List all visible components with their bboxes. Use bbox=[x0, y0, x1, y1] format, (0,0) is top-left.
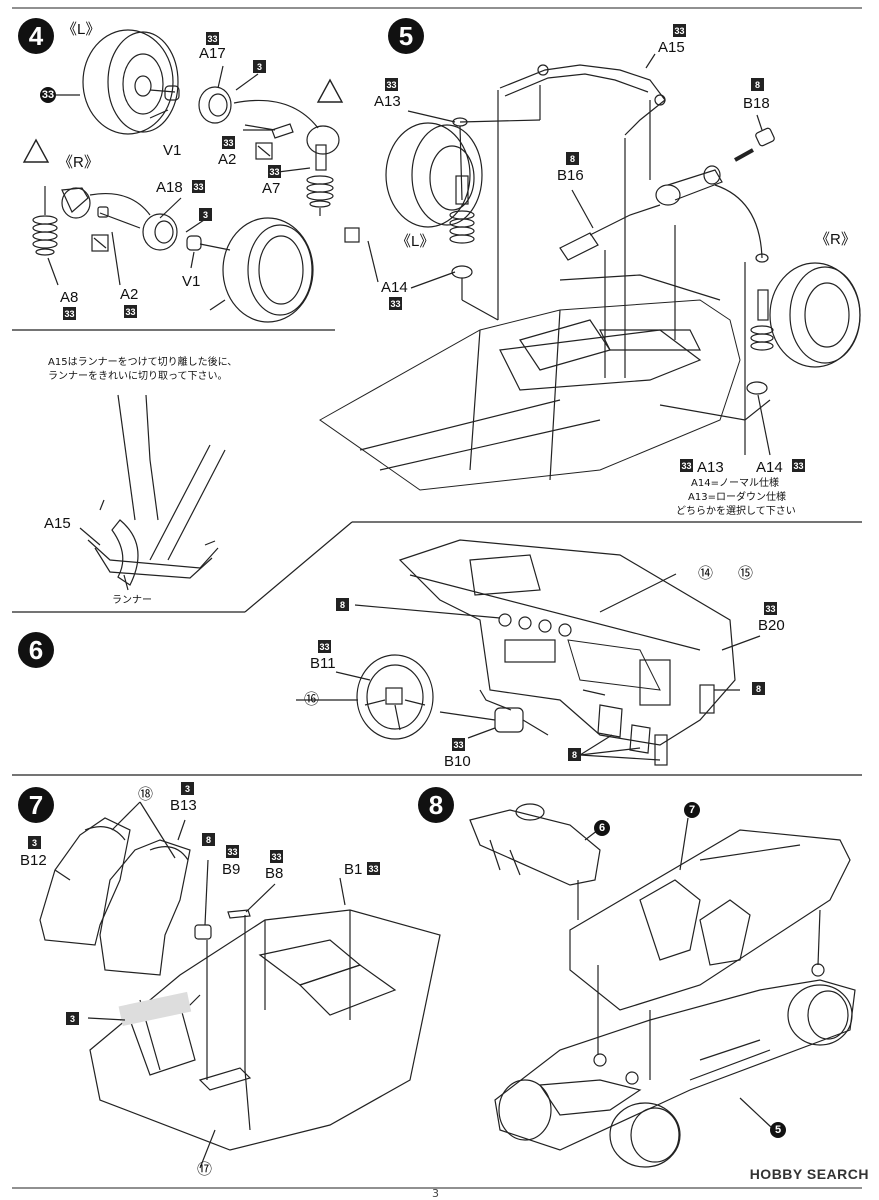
step-4-badge: 4 bbox=[18, 18, 54, 54]
color-code-33: 33 bbox=[385, 78, 398, 91]
color-code-3: 3 bbox=[199, 208, 212, 221]
part-A15-runner: A15 bbox=[44, 515, 71, 532]
color-code-33: 33 bbox=[192, 180, 205, 193]
callout-16: ⑯ bbox=[304, 691, 320, 708]
page-number: 3 bbox=[432, 1187, 439, 1200]
color-code-33: 33 bbox=[367, 862, 380, 875]
color-code-8: 8 bbox=[336, 598, 349, 611]
part-A15: A15 bbox=[658, 39, 685, 56]
part-B1: B1 bbox=[344, 861, 363, 878]
color-code-33: 33 bbox=[268, 165, 281, 178]
ref-6: 6 bbox=[594, 820, 610, 836]
color-code-8: 8 bbox=[202, 833, 215, 846]
tire-number-1: 33 bbox=[40, 87, 56, 103]
part-B10: B10 bbox=[444, 753, 471, 770]
a14-note: A14=ノーマル仕様 bbox=[691, 478, 779, 489]
part-B8: B8 bbox=[265, 865, 284, 882]
part-B16: B16 bbox=[557, 167, 584, 184]
step-6-badge: 6 bbox=[18, 632, 54, 668]
color-code-33: 33 bbox=[389, 297, 402, 310]
color-code-3: 3 bbox=[253, 60, 266, 73]
part-B20: B20 bbox=[758, 617, 785, 634]
part-B12: B12 bbox=[20, 852, 47, 869]
color-code-33: 33 bbox=[792, 459, 805, 472]
color-code-3: 3 bbox=[28, 836, 41, 849]
part-A7: A7 bbox=[262, 180, 281, 197]
runner-note-line-2: ランナーをきれいに切り取って下さい。 bbox=[48, 371, 228, 382]
color-code-3: 3 bbox=[181, 782, 194, 795]
runner-label: ランナー bbox=[112, 595, 152, 606]
part-A2-right: A2 bbox=[120, 286, 139, 303]
callout-15: ⑮ bbox=[738, 565, 754, 582]
part-A14: A14 bbox=[381, 279, 408, 296]
color-code-8: 8 bbox=[568, 748, 581, 761]
callout-17: ⑰ bbox=[197, 1161, 213, 1178]
step-5-badge: 5 bbox=[388, 18, 424, 54]
color-code-33: 33 bbox=[206, 32, 219, 45]
part-A2: A2 bbox=[218, 151, 237, 168]
part-A18: A18 bbox=[156, 179, 183, 196]
part-A13: A13 bbox=[374, 93, 401, 110]
color-code-33: 33 bbox=[124, 305, 137, 318]
color-code-33: 33 bbox=[63, 307, 76, 320]
step-8-badge: 8 bbox=[418, 787, 454, 823]
choose-note: どちらかを選択して下さい bbox=[676, 506, 796, 517]
a13-note: A13=ローダウン仕様 bbox=[688, 492, 786, 503]
color-code-33: 33 bbox=[673, 24, 686, 37]
color-code-8: 8 bbox=[751, 78, 764, 91]
part-V1: V1 bbox=[163, 142, 182, 159]
callout-14: ⑭ bbox=[698, 565, 714, 582]
color-code-3: 3 bbox=[66, 1012, 79, 1025]
part-A17: A17 bbox=[199, 45, 226, 62]
color-code-33: 33 bbox=[452, 738, 465, 751]
side-right-label: 《R》 bbox=[58, 154, 99, 171]
side-right-label-5: 《R》 bbox=[815, 231, 856, 248]
side-left-label: 《L》 bbox=[62, 21, 101, 38]
color-code-33: 33 bbox=[680, 459, 693, 472]
watermark: HOBBY SEARCH bbox=[749, 1166, 869, 1182]
part-V1-right: V1 bbox=[182, 273, 201, 290]
step-7-badge: 7 bbox=[18, 787, 54, 823]
part-B11: B11 bbox=[310, 655, 336, 672]
color-code-33: 33 bbox=[222, 136, 235, 149]
ref-5: 5 bbox=[770, 1122, 786, 1138]
color-code-33: 33 bbox=[764, 602, 777, 615]
color-code-8: 8 bbox=[566, 152, 579, 165]
ref-7: 7 bbox=[684, 802, 700, 818]
color-code-33: 33 bbox=[270, 850, 283, 863]
color-code-8: 8 bbox=[752, 682, 765, 695]
color-code-33: 33 bbox=[226, 845, 239, 858]
runner-note-line-1: A15はランナーをつけて切り離した後に、 bbox=[48, 357, 238, 368]
part-B13: B13 bbox=[170, 797, 197, 814]
callout-18: ⑱ bbox=[138, 786, 154, 803]
part-A8: A8 bbox=[60, 289, 79, 306]
part-A13-bottom: A13 bbox=[697, 459, 724, 476]
part-B18: B18 bbox=[743, 95, 770, 112]
part-A14-bottom: A14 bbox=[756, 459, 783, 476]
color-code-33: 33 bbox=[318, 640, 331, 653]
side-left-label-5: 《L》 bbox=[396, 233, 435, 250]
part-B9: B9 bbox=[222, 861, 241, 878]
